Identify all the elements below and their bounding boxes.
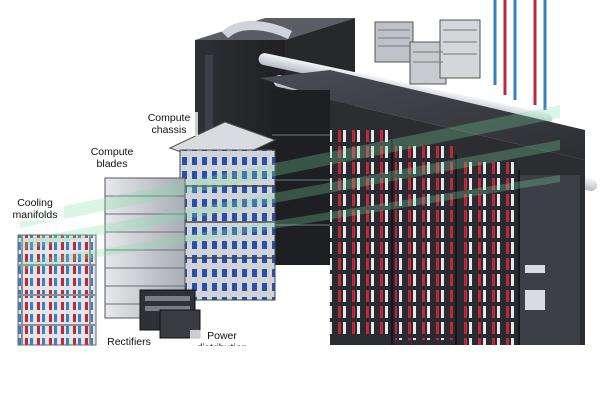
rectifiers-unit	[139, 289, 201, 339]
label-cooling-manifolds: Cooling manifolds	[6, 197, 64, 221]
cooling-units	[374, 19, 481, 85]
label-power-distribution: Power distribution	[190, 330, 254, 346]
label-compute-blades: Compute blades	[84, 146, 140, 170]
label-rectifiers: Rectifiers	[102, 336, 156, 348]
label-compute-chassis: Compute chassis	[140, 112, 198, 136]
compute-chassis	[168, 121, 277, 301]
bottom-whitespace	[0, 346, 601, 402]
hanging-hoses	[493, 0, 547, 110]
compute-cabinets	[260, 70, 585, 345]
cooling-manifolds-rack	[17, 234, 97, 346]
watermark	[20, 105, 560, 270]
